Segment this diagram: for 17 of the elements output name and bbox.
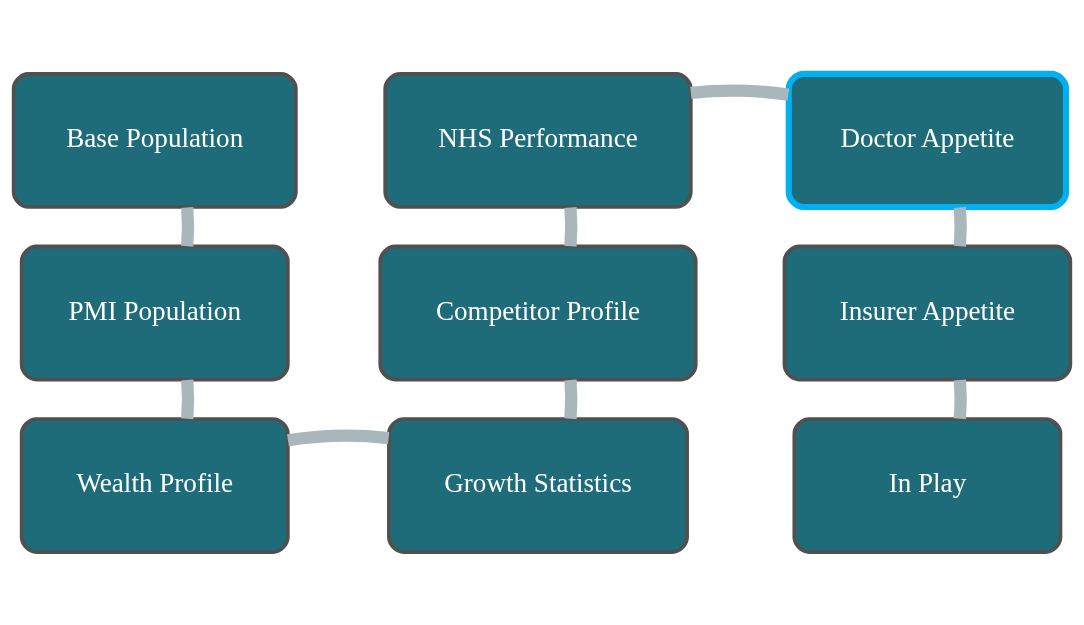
connector (690, 83, 790, 101)
node-box: Insurer Appetite (782, 244, 1073, 381)
connector (953, 206, 967, 247)
node-box: PMI Population (19, 244, 290, 381)
node-box: Growth Statistics (387, 416, 689, 554)
node-box: Wealth Profile (19, 416, 290, 554)
node-box: In Play (792, 416, 1063, 554)
node-box: Base Population (11, 71, 298, 209)
connector (287, 428, 390, 446)
connector (181, 206, 195, 247)
connector (181, 379, 195, 419)
connector (564, 206, 578, 247)
connector (564, 379, 578, 419)
node-box: Competitor Profile (378, 244, 698, 381)
node-box: Doctor Appetite (785, 70, 1070, 210)
connector (953, 379, 967, 419)
node-box: NHS Performance (383, 71, 693, 209)
